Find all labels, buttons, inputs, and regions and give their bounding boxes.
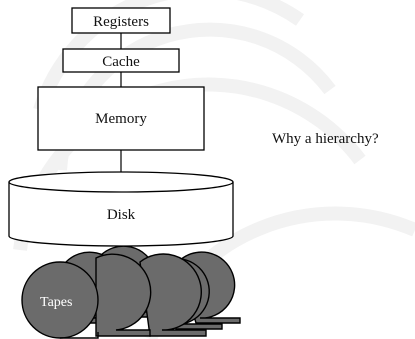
tape-reel-front-mid bbox=[95, 253, 152, 337]
cache-box bbox=[62, 48, 180, 73]
disk-level: Disk bbox=[8, 171, 234, 247]
cache-level: Cache bbox=[62, 48, 180, 73]
registers-box bbox=[71, 7, 171, 34]
hierarchy-question: Why a hierarchy? bbox=[272, 131, 379, 147]
memory-level: Memory bbox=[37, 86, 205, 151]
tape-reel-front-left-tail bbox=[60, 332, 99, 339]
registers-label: Registers bbox=[93, 14, 149, 30]
cache-label: Cache bbox=[102, 54, 140, 70]
tapes-level: Tapes bbox=[21, 245, 241, 339]
tapes-label: Tapes bbox=[40, 295, 72, 310]
memory-label: Memory bbox=[95, 111, 147, 127]
disk-label: Disk bbox=[107, 207, 136, 223]
tape-reel-front-right bbox=[139, 253, 207, 337]
disk-top bbox=[8, 171, 234, 193]
registers-level: Registers bbox=[71, 7, 171, 34]
memory-box bbox=[37, 86, 205, 151]
